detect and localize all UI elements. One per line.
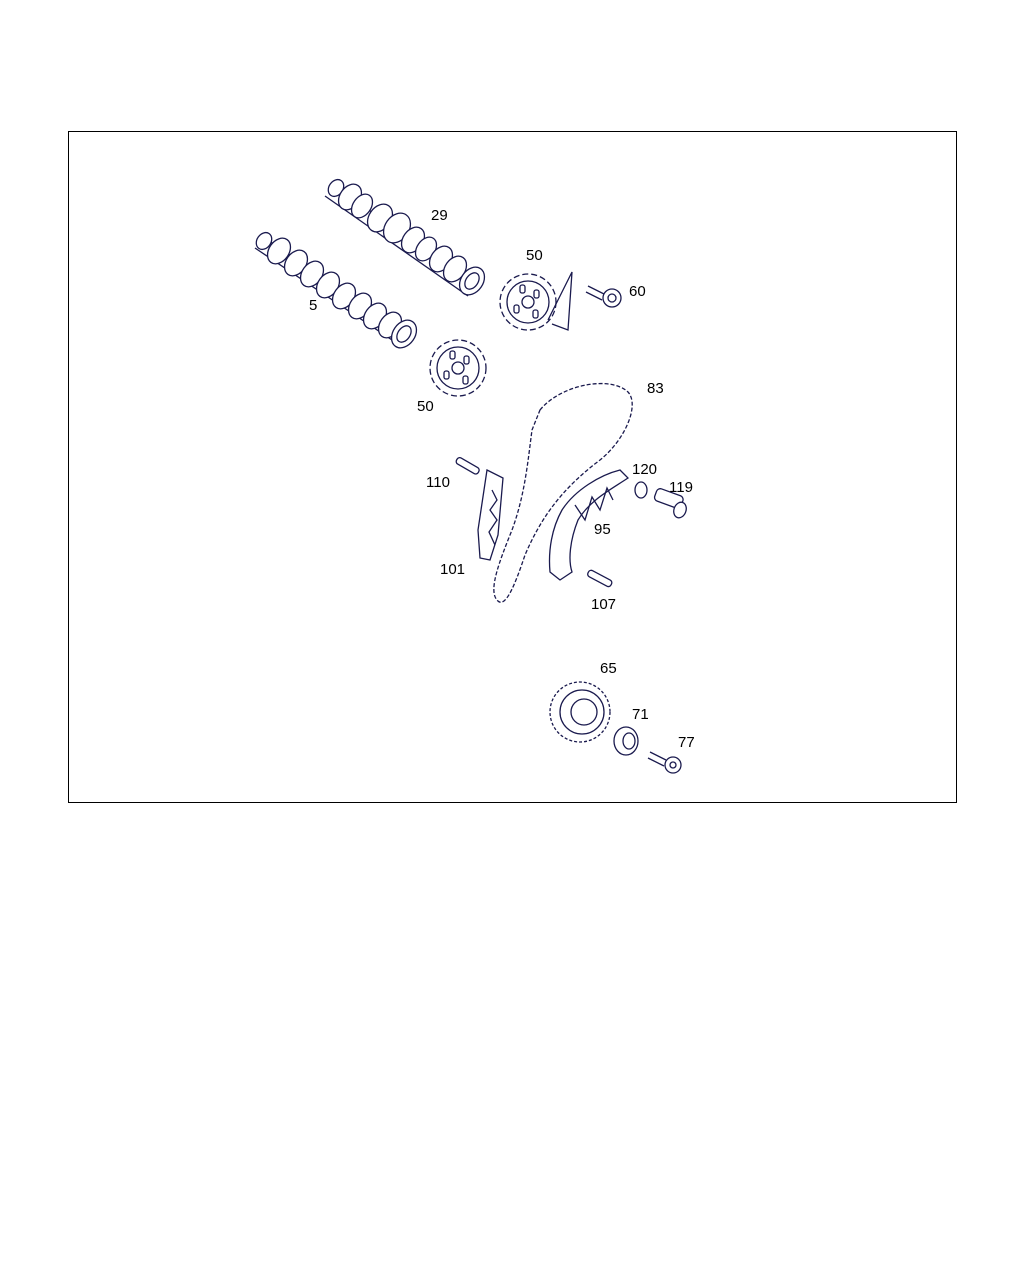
callout-120: 120 <box>632 461 658 478</box>
guide-rail-101[interactable] <box>477 469 504 561</box>
callout-83: 83 <box>647 380 664 397</box>
sprocket-50-upper[interactable] <box>499 273 557 331</box>
callout-101: 101 <box>440 561 466 578</box>
callout-60: 60 <box>629 283 646 300</box>
pin-110[interactable] <box>455 456 480 476</box>
camshaft-29[interactable] <box>324 177 490 300</box>
callout-119: 119 <box>669 479 693 496</box>
callout-77: 77 <box>678 734 695 751</box>
o-ring-120[interactable] <box>634 481 648 499</box>
callout-50-lower: 50 <box>417 398 434 415</box>
camshaft-5[interactable] <box>253 230 422 353</box>
sprocket-50-lower[interactable] <box>429 339 487 397</box>
callout-5: 5 <box>309 297 318 314</box>
callout-110: 110 <box>426 474 450 491</box>
diagram-frame <box>68 131 957 803</box>
bolt-77[interactable] <box>647 751 682 774</box>
tensioner-rail-95[interactable] <box>548 469 630 581</box>
callout-95: 95 <box>594 521 611 538</box>
chain-tensioner-119[interactable] <box>653 488 688 520</box>
callout-71: 71 <box>632 706 649 723</box>
crank-gear-65[interactable] <box>549 681 611 743</box>
callout-107: 107 <box>591 596 617 613</box>
bolt-60[interactable] <box>547 271 622 331</box>
timing-chain-83[interactable] <box>493 382 633 603</box>
washer-71[interactable] <box>613 726 639 756</box>
callout-50-upper: 50 <box>526 247 543 264</box>
callout-65: 65 <box>600 660 617 677</box>
callout-29: 29 <box>431 207 448 224</box>
pin-107[interactable] <box>587 569 613 588</box>
